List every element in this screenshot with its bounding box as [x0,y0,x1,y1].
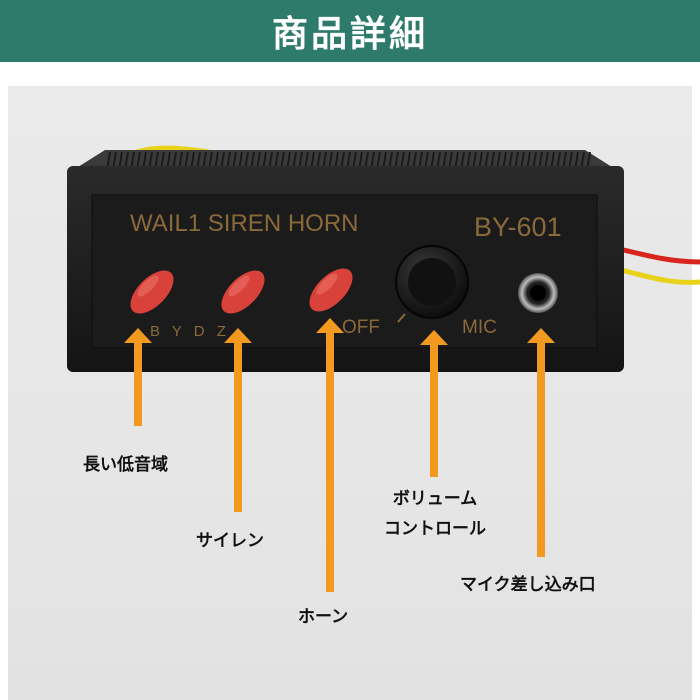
volume-knob[interactable] [395,245,469,323]
tone-letters: B Y D Z [150,323,230,340]
arrow-siren [224,328,252,512]
header-banner: 商品詳細 [0,0,700,62]
callout-volume-line2: コントロール [384,519,486,539]
arrow-low-tone [124,328,152,426]
model-label: BY-601 [474,212,562,242]
callout-volume: ボリューム コントロール [372,484,498,544]
horn-button[interactable] [302,261,360,319]
wail-button[interactable] [123,263,181,321]
callout-horn: ホーン [298,607,349,627]
arrow-volume [420,330,448,477]
arrow-mic [527,328,555,557]
mic-jack[interactable] [518,273,558,313]
callout-arrows [124,318,555,592]
mic-label: MIC [462,317,497,338]
callout-siren: サイレン [196,531,264,551]
mode-labels: WAIL1 SIREN HORN [130,210,358,237]
off-label: OFF [342,317,380,338]
callout-low-tone: 長い低音域 [83,455,168,475]
siren-button[interactable] [214,263,272,321]
arrow-horn [316,318,344,592]
page-title: 商品詳細 [271,14,428,55]
callout-mic-jack: マイク差し込み口 [460,575,596,595]
callout-volume-line1: ボリューム [392,489,478,509]
